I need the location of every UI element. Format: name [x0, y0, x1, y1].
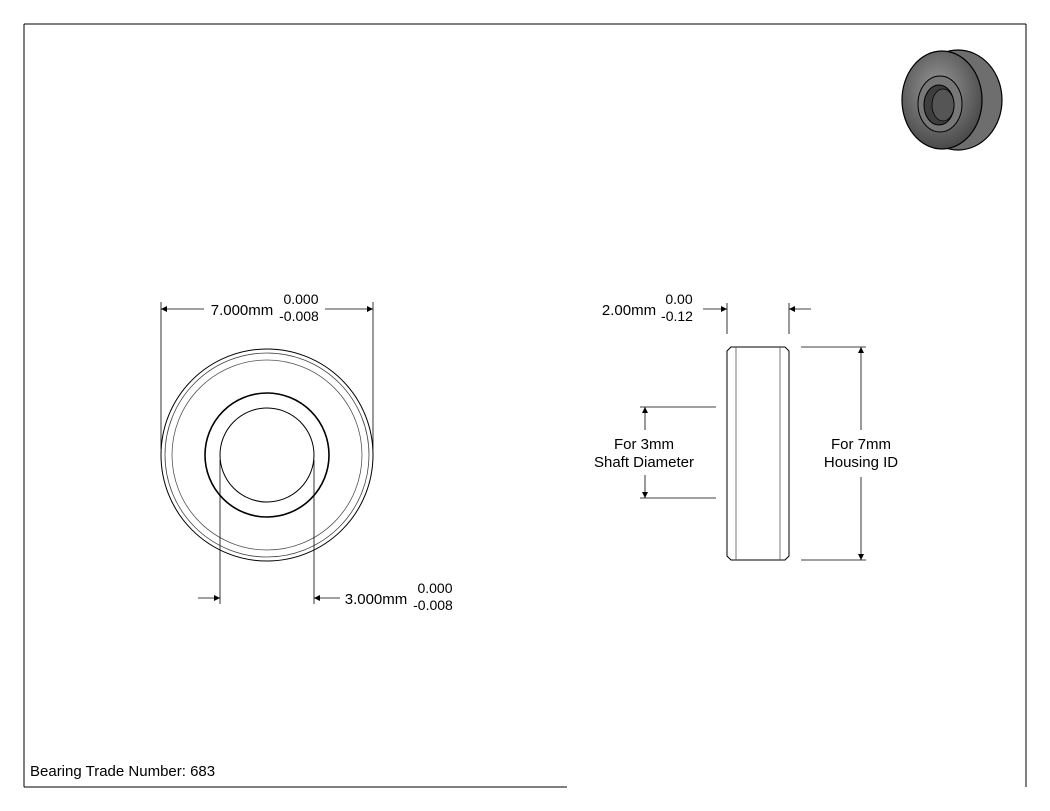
- shield-circle: [171, 359, 363, 551]
- bore-tol-upper: 0.000: [417, 580, 452, 596]
- bore-tol-lower: -0.008: [413, 597, 453, 613]
- bore-circle: [219, 407, 315, 503]
- housing-id-note: For 7mm Housing ID: [801, 346, 898, 561]
- shaft-diameter-note: For 3mm Shaft Diameter: [594, 406, 716, 499]
- housing-note-line1: For 7mm: [831, 436, 891, 453]
- side-profile: [726, 346, 790, 561]
- width-dimension: 2.00mm 0.00 -0.12: [602, 291, 811, 334]
- bore-dimension: 3.000mm 0.000 -0.008: [198, 460, 453, 613]
- bearing-3d-thumbnail: [901, 49, 1003, 151]
- outer-chamfer-circle: [164, 352, 370, 558]
- drawing-border: [23, 23, 1027, 788]
- inner-ring-outer: [204, 392, 330, 518]
- width-tol-upper: 0.00: [665, 291, 692, 307]
- shaft-note-line2: Shaft Diameter: [594, 454, 694, 471]
- side-view: 2.00mm 0.00 -0.12 For 3mm Shaft Diameter…: [594, 291, 898, 561]
- front-view: 7.000mm 0.000 -0.008 3.000mm 0.000 -0.00…: [160, 291, 453, 613]
- outer-diameter-dimension: 7.000mm 0.000 -0.008: [160, 291, 374, 449]
- width-value: 2.00mm: [602, 302, 656, 319]
- outer-ring-outline: [160, 348, 374, 562]
- shaft-note-line1: For 3mm: [614, 436, 674, 453]
- outer-diameter-tol-upper: 0.000: [283, 291, 318, 307]
- outer-diameter-value: 7.000mm: [211, 302, 274, 319]
- width-tol-lower: -0.12: [661, 308, 693, 324]
- bore-value: 3.000mm: [345, 591, 408, 608]
- outer-diameter-tol-lower: -0.008: [279, 308, 319, 324]
- bearing-trade-number: Bearing Trade Number: 683: [30, 763, 215, 780]
- housing-note-line2: Housing ID: [824, 454, 898, 471]
